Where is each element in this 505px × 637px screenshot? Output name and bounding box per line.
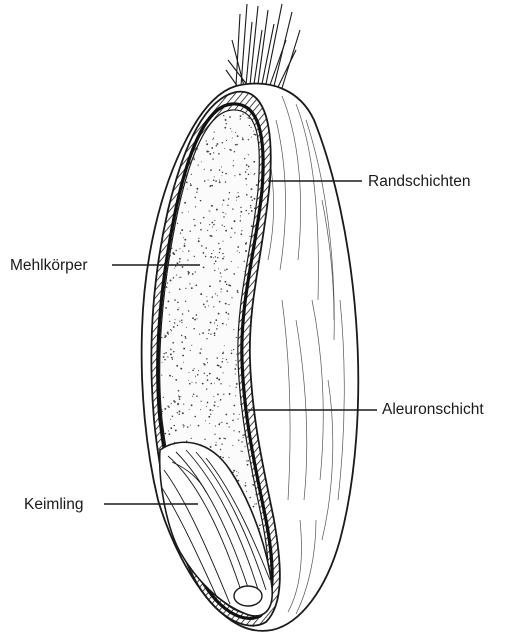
label-keimling: Keimling bbox=[24, 497, 83, 513]
germ-tip bbox=[234, 586, 262, 606]
grain-bristles bbox=[226, 4, 300, 88]
label-mehlkoerper: Mehlkörper bbox=[10, 258, 88, 274]
label-randschichten: Randschichten bbox=[368, 174, 471, 190]
label-aleuronschicht: Aleuronschicht bbox=[382, 402, 484, 418]
